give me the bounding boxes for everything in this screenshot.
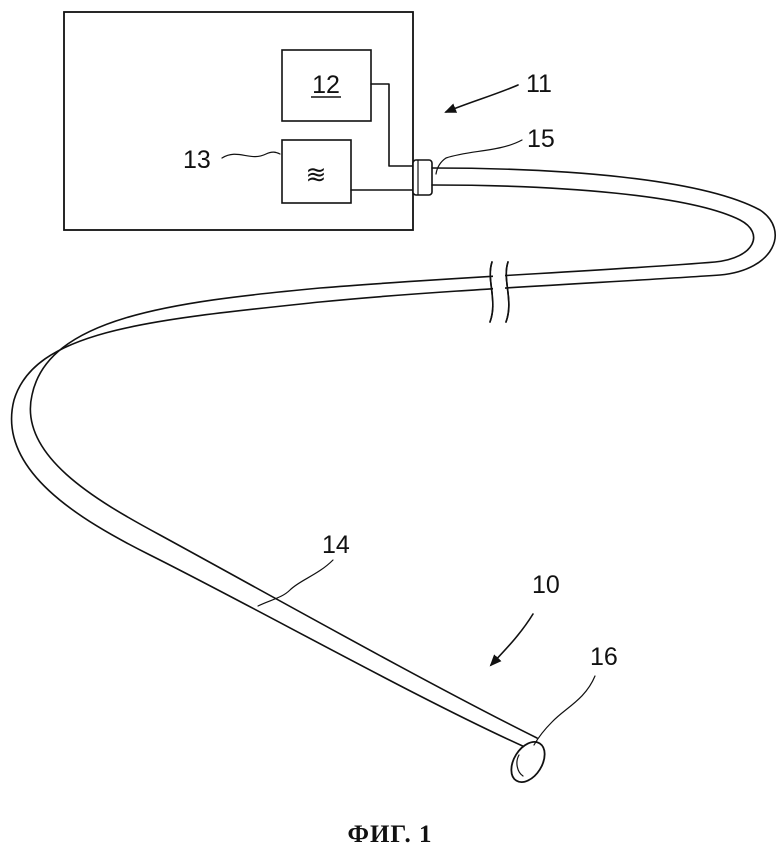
fiber-break-gap: [493, 268, 505, 306]
figure-caption: ФИГ. 1: [347, 821, 432, 848]
fiber-tip: [504, 736, 551, 788]
assembly-label: 10: [532, 571, 560, 599]
connector-label: 15: [527, 125, 555, 153]
fiber-break-left-redraw: [490, 262, 493, 322]
fiber-break-right-redraw: [506, 262, 509, 322]
unit-13-symbol: ≋: [306, 161, 327, 189]
unit-12-label: 12: [312, 71, 340, 99]
device-label-arrow: [446, 85, 518, 112]
fiber-label: 14: [322, 531, 350, 559]
unit-13-leader: [222, 152, 280, 158]
wire-12-to-connector: [371, 84, 413, 166]
fiber-outline-upper: [12, 168, 776, 748]
fiber-outline-lower: [30, 185, 753, 738]
tip-leader: [534, 676, 595, 745]
connector: [413, 160, 432, 195]
unit-13-label: 13: [183, 146, 211, 174]
fiber-leader: [258, 560, 333, 606]
assembly-arrow: [491, 614, 533, 665]
tip-label: 16: [590, 643, 618, 671]
device-label: 11: [526, 70, 552, 98]
